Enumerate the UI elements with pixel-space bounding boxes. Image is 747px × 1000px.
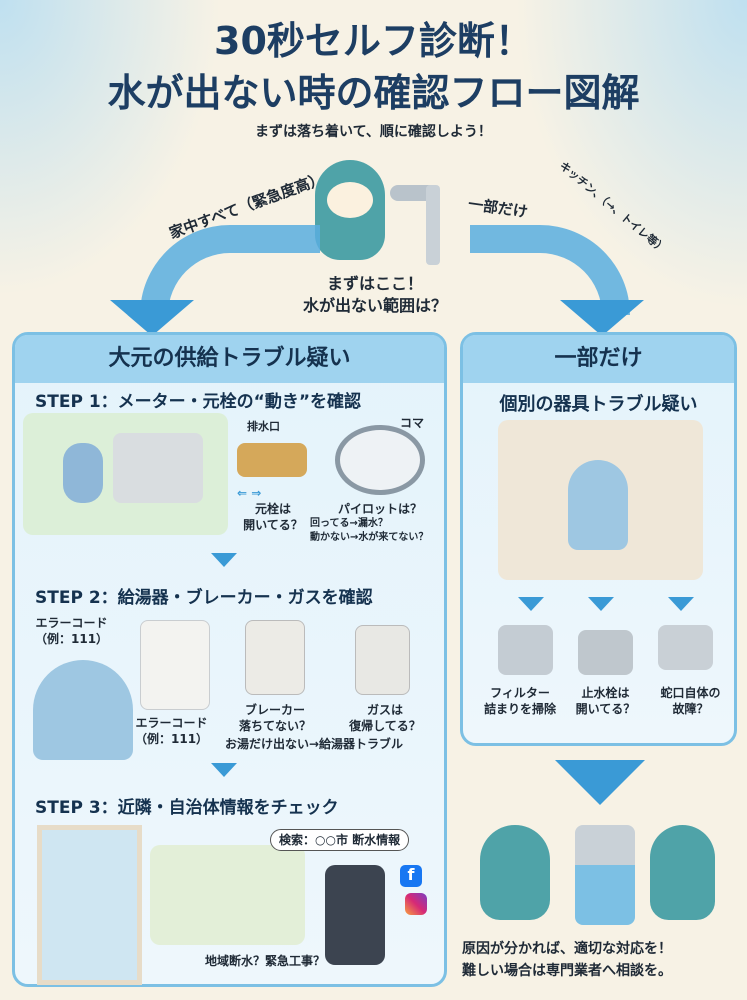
valve-label: 元栓は 開いてる？: [243, 502, 303, 532]
valve-tag: 排水口: [247, 420, 280, 433]
gas-label: ガスは 復帰してる？: [349, 703, 421, 733]
center-question: まずはここ！ 水が出ない範囲は？: [270, 273, 480, 317]
error-tag: エラーコード （例：111）: [35, 616, 109, 646]
right-branch-label: 一部だけ: [467, 194, 529, 222]
footer-message: 原因が分かれば、適切な対応を！ 難しい場合は専門業者へ相談を。: [462, 938, 742, 982]
gas-meter-icon: [355, 625, 410, 695]
step3-note: 地域断水？緊急工事？: [205, 954, 326, 968]
center-question-line1: まずはここ！: [326, 274, 423, 293]
stop-valve-icon: [578, 630, 633, 675]
item-label: 蛇口自体の 故障？: [660, 686, 721, 716]
faucet-icon: [658, 625, 713, 670]
step3-heading: STEP 3：近隣・自治体情報をチェック: [35, 798, 339, 818]
left-panel: 大元の供給トラブル疑い STEP 1：メーター・元栓の“動き”を確認 排水口 ⇐…: [12, 332, 447, 987]
title-line1: 30秒セルフ診断！: [214, 19, 533, 63]
subtitle: まずは落ち着いて、順に確認しよう！: [255, 124, 492, 140]
item-label: フィルター 詰まりを掃除: [483, 686, 556, 716]
meter-notes: 回ってる→漏水？ 動かない→水が来てない？: [310, 517, 428, 545]
step2-heading: STEP 2：給湯器・ブレーカー・ガスを確認: [35, 588, 373, 608]
right-panel-subheader: 個別の器具トラブル疑い: [499, 394, 698, 415]
mascot-icon: [480, 825, 550, 920]
meter-tag: コマ: [400, 416, 425, 430]
smartphone-icon: [325, 865, 385, 965]
right-panel-header: 一部だけ: [463, 335, 734, 383]
item-arrow-icon: [518, 597, 544, 611]
mascot-icon: [315, 160, 385, 260]
title-line2: 水が出ない時の確認フロー図解: [107, 71, 640, 115]
kitchen-illustration: [498, 420, 703, 580]
item-label: 止水栓は 開いてる？: [575, 686, 636, 716]
meter-box-illustration: [23, 413, 228, 535]
error-label: エラーコード （例：111）: [135, 716, 209, 746]
boy-illustration: [33, 660, 133, 760]
facebook-icon: f: [400, 865, 422, 887]
faucet-icon: [390, 175, 450, 265]
meter-label: パイロットは？: [337, 502, 422, 516]
water-heater-icon: [140, 620, 210, 710]
step-arrow-icon: [211, 763, 237, 777]
water-truck-illustration: [150, 845, 305, 945]
meter-note-2: 動かない→水が来てない？: [310, 532, 429, 543]
meter-note-1: 回ってる→漏水？: [310, 518, 388, 529]
step-arrow-icon: [211, 553, 237, 567]
result-arrow: [555, 760, 645, 805]
running-faucet-icon: [575, 825, 635, 925]
step1-heading: STEP 1：メーター・元栓の“動き”を確認: [35, 392, 362, 412]
left-panel-header: 大元の供給トラブル疑い: [15, 335, 444, 383]
valve-icon: [237, 443, 307, 477]
item-arrow-icon: [668, 597, 694, 611]
step2-note: お湯だけ出ない→給湯器トラブル: [225, 737, 404, 751]
right-arrow-head: [560, 300, 644, 336]
right-panel: 一部だけ 個別の器具トラブル疑い フィルター 詰まりを掃除 止水栓は 開いてる？…: [460, 332, 737, 746]
center-question-line2: 水が出ない範囲は？: [302, 296, 447, 315]
left-arrow-head: [110, 300, 194, 336]
footer-line1: 原因が分かれば、適切な対応を！: [462, 941, 672, 957]
instagram-icon: [405, 893, 427, 915]
water-meter-icon: [335, 425, 425, 495]
arrows-icon: ⇐ ⇒: [237, 486, 262, 500]
mascot-icon: [650, 825, 715, 920]
breaker-icon: [245, 620, 305, 695]
window-illustration: [37, 825, 142, 985]
search-query-box: 検索：○○市 断水情報: [270, 829, 410, 851]
mixer-faucet-icon: [498, 625, 553, 675]
breaker-label: ブレーカー 落ちてない？: [238, 703, 311, 733]
item-arrow-icon: [588, 597, 614, 611]
footer-line2: 難しい場合は専門業者へ相談を。: [462, 963, 672, 979]
